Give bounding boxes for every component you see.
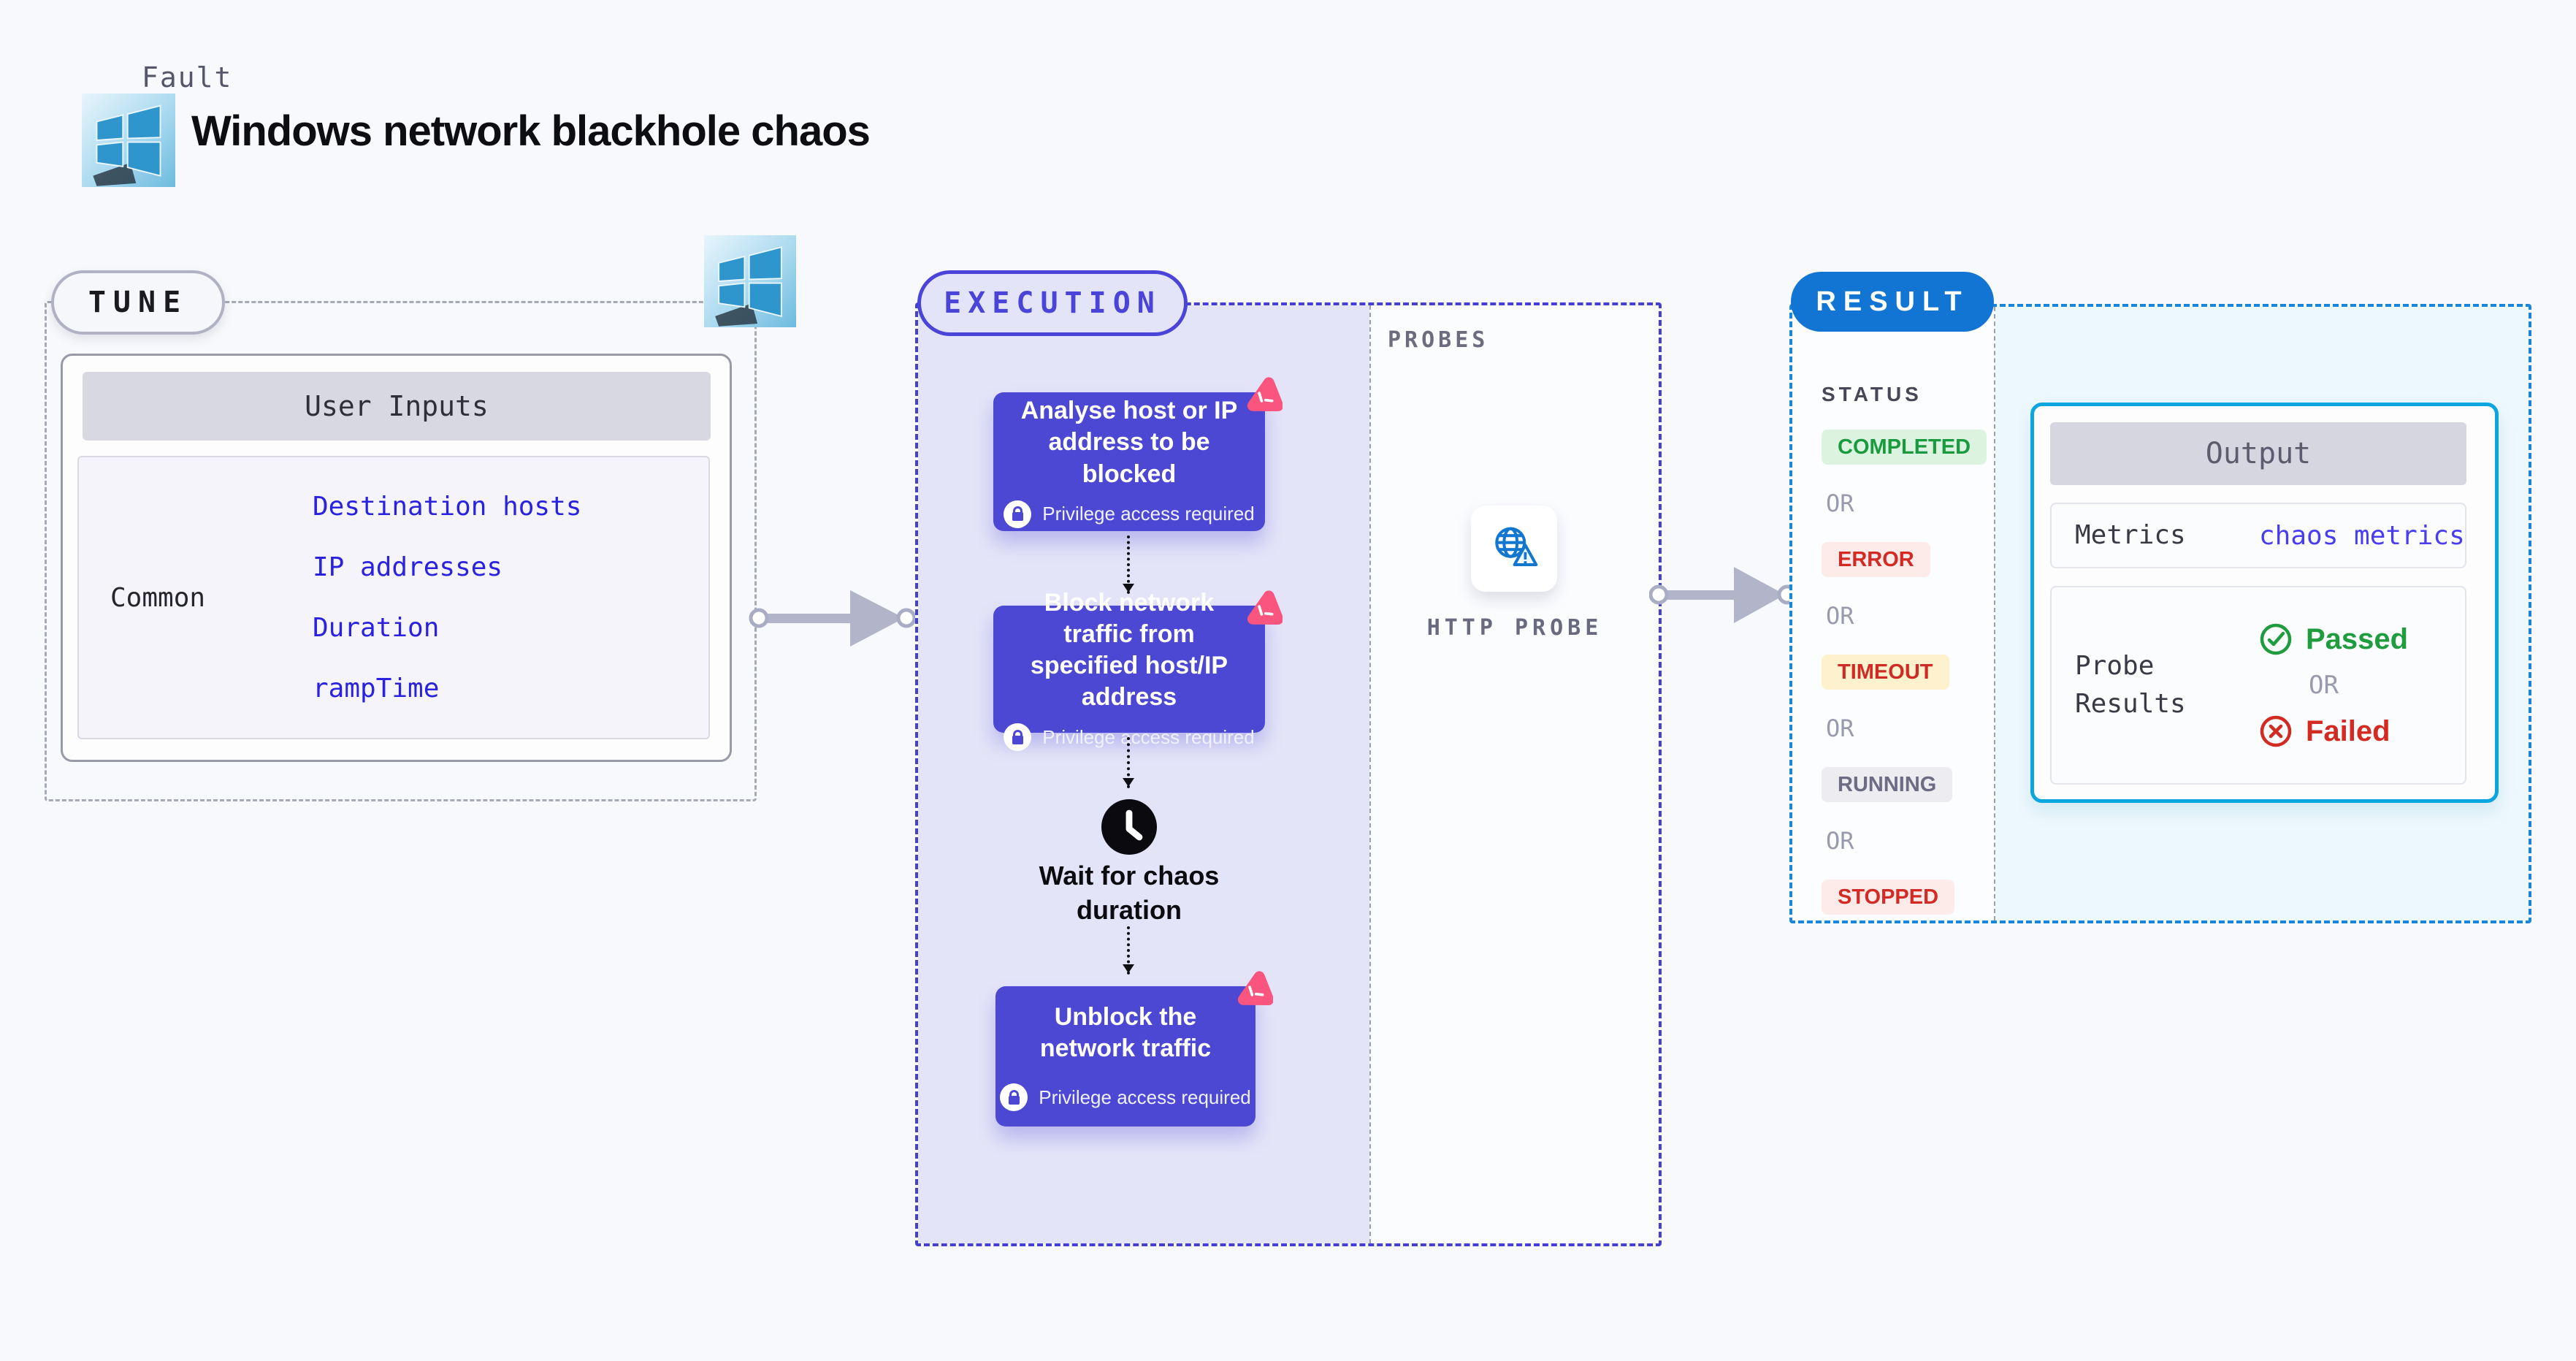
probe-results-label: Probe Results bbox=[2075, 650, 2186, 719]
chaos-pin-icon bbox=[1247, 377, 1283, 412]
page-title: Windows network blackhole chaos bbox=[191, 107, 871, 155]
lock-icon bbox=[1004, 723, 1032, 752]
step-title: Unblock the network traffic bbox=[1039, 1002, 1212, 1062]
wait-step-label: Wait for chaos duration bbox=[1039, 861, 1220, 925]
flow-connector bbox=[1123, 926, 1134, 975]
link-ip-addresses[interactable]: IP addresses bbox=[313, 552, 503, 582]
probes-section-label: PROBES bbox=[1388, 327, 1489, 353]
status-completed: COMPLETED bbox=[1822, 430, 1987, 465]
probe-passed: Passed bbox=[2259, 622, 2408, 656]
status-running: RUNNING bbox=[1822, 767, 1953, 802]
output-header: Output bbox=[2050, 422, 2466, 485]
clock-icon bbox=[1101, 799, 1157, 855]
link-ramptime[interactable]: rampTime bbox=[313, 674, 440, 704]
http-probe-card bbox=[1471, 506, 1557, 592]
user-inputs-header: User Inputs bbox=[83, 372, 711, 441]
probes-divider bbox=[1369, 305, 1371, 1243]
status-error: ERROR bbox=[1822, 542, 1930, 577]
link-duration[interactable]: Duration bbox=[313, 613, 440, 643]
user-inputs-row-label: Common bbox=[110, 582, 206, 613]
arrow-tune-to-execution bbox=[749, 590, 917, 647]
probe-results-row: Probe Results Passed OR Failed bbox=[2050, 586, 2466, 785]
step-unblock-traffic: Unblock the network traffic Privilege ac… bbox=[995, 971, 1273, 1126]
or-label: OR bbox=[1826, 602, 1854, 630]
status-stopped: STOPPED bbox=[1822, 880, 1955, 915]
lock-icon bbox=[1004, 500, 1032, 528]
chaos-metrics-link[interactable]: chaos metrics bbox=[2259, 520, 2465, 551]
user-inputs-links: Destination hosts IP addresses Duration … bbox=[313, 457, 708, 738]
arrow-probes-to-result bbox=[1649, 567, 1797, 623]
result-section-box: STATUS COMPLETED OR ERROR OR TIMEOUT OR … bbox=[1789, 304, 2531, 923]
flow-connector bbox=[1123, 737, 1134, 788]
step-block-traffic: Block network traffic from specified hos… bbox=[993, 589, 1283, 752]
user-inputs-card: User Inputs Common Destination hosts IP … bbox=[61, 354, 732, 762]
step-title: Block network traffic from specified hos… bbox=[1030, 588, 1228, 712]
or-label: OR bbox=[2309, 671, 2339, 700]
output-card: Output Metrics chaos metrics Probe Resul… bbox=[2030, 403, 2499, 803]
flow-connector bbox=[1123, 535, 1134, 594]
tune-section-box bbox=[45, 301, 757, 801]
user-inputs-table: Common Destination hosts IP addresses Du… bbox=[77, 456, 710, 739]
x-circle-icon bbox=[2260, 715, 2292, 747]
metrics-row: Metrics chaos metrics bbox=[2050, 503, 2466, 568]
metrics-label: Metrics bbox=[2075, 519, 2186, 550]
privilege-note: Privilege access required bbox=[1004, 723, 1255, 752]
result-badge: RESULT bbox=[1791, 272, 1994, 332]
step-analyse-host: Analyse host or IP address to be blocked… bbox=[993, 377, 1283, 531]
fault-label: Fault bbox=[142, 61, 233, 94]
privilege-note: Privilege access required bbox=[1004, 500, 1255, 528]
execution-badge: EXECUTION bbox=[917, 270, 1188, 336]
link-destination-hosts[interactable]: Destination hosts bbox=[313, 492, 582, 522]
or-label: OR bbox=[1826, 827, 1854, 855]
status-label: STATUS bbox=[1822, 383, 1922, 405]
http-probe-label: HTTP PROBE bbox=[1426, 615, 1603, 641]
step-title: Analyse host or IP address to be blocked bbox=[1020, 397, 1238, 488]
http-probe-icon bbox=[1495, 527, 1538, 566]
chaos-pin-icon bbox=[1237, 971, 1273, 1006]
status-timeout: TIMEOUT bbox=[1822, 655, 1949, 690]
chaos-pin-icon bbox=[1247, 590, 1283, 625]
or-label: OR bbox=[1826, 714, 1854, 742]
tune-badge: TUNE bbox=[51, 270, 225, 335]
or-label: OR bbox=[1826, 489, 1854, 517]
windows-logo-small bbox=[704, 235, 796, 327]
privilege-note: Privilege access required bbox=[1000, 1083, 1251, 1112]
probe-failed: Failed bbox=[2259, 714, 2408, 748]
check-circle-icon bbox=[2260, 623, 2292, 655]
status-column: STATUS COMPLETED OR ERROR OR TIMEOUT OR … bbox=[1792, 307, 1995, 920]
lock-icon bbox=[1000, 1083, 1028, 1112]
windows-logo bbox=[82, 94, 175, 187]
